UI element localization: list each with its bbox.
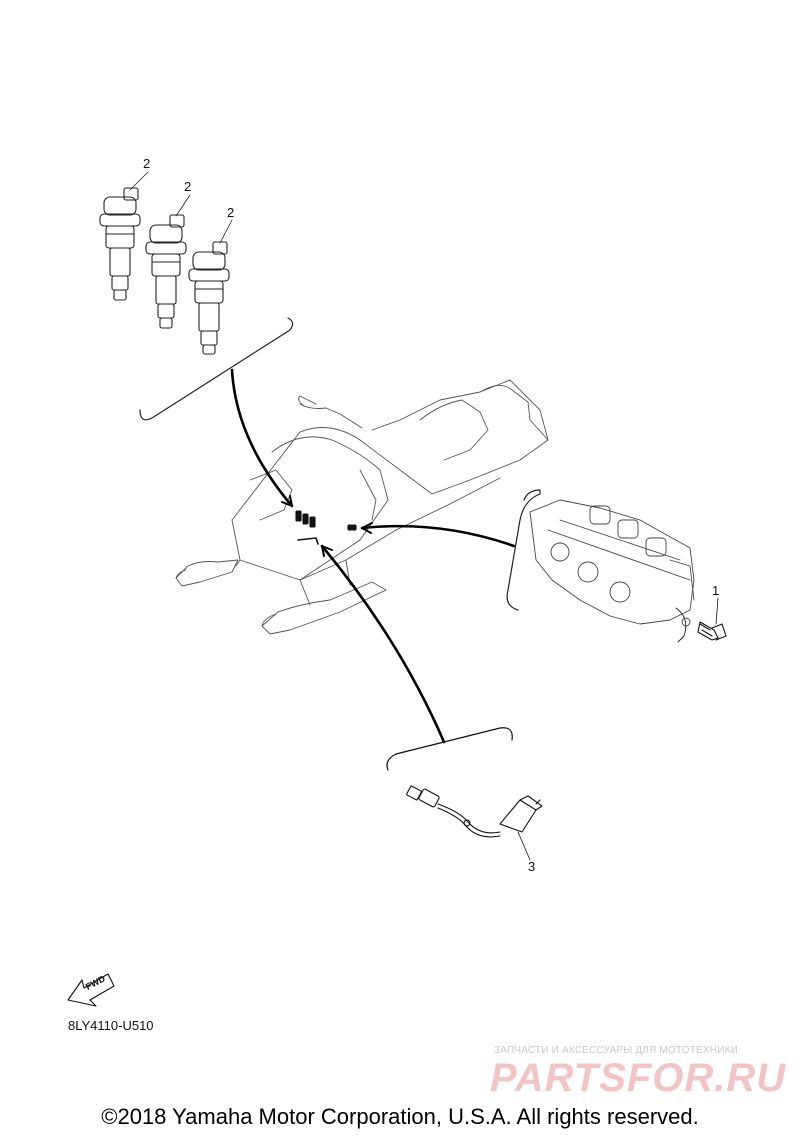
callout-part-2: 2 (227, 205, 235, 220)
callout-part-1: 1 (712, 583, 720, 598)
pointer-arrows (230, 368, 516, 744)
diagram-code: 8LY4110-U510 (68, 1018, 154, 1033)
engine-detail (506, 489, 695, 643)
ignition-coil-1 (99, 187, 141, 301)
watermark-logo: PARTSFOR.RU (490, 1056, 787, 1100)
callout-part-3: 3 (528, 859, 536, 874)
ignition-coils (99, 171, 294, 421)
ignition-coil-3 (188, 241, 230, 355)
callout-part-2: 2 (184, 179, 192, 194)
callout-part-2: 2 (143, 156, 151, 171)
ignition-coil-2 (145, 214, 187, 329)
forward-arrow-icon (67, 973, 115, 1007)
location-markers (295, 510, 357, 545)
watermark-subtitle: ЗАПЧАСТИ И АКСЕССУАРЫ ДЛЯ МОТОТЕХНИКИ (494, 1045, 739, 1056)
sensor-bolt (697, 597, 727, 641)
sensor-wire-harness (386, 727, 543, 861)
copyright-notice: ©2018 Yamaha Motor Corporation, U.S.A. A… (101, 1104, 699, 1129)
